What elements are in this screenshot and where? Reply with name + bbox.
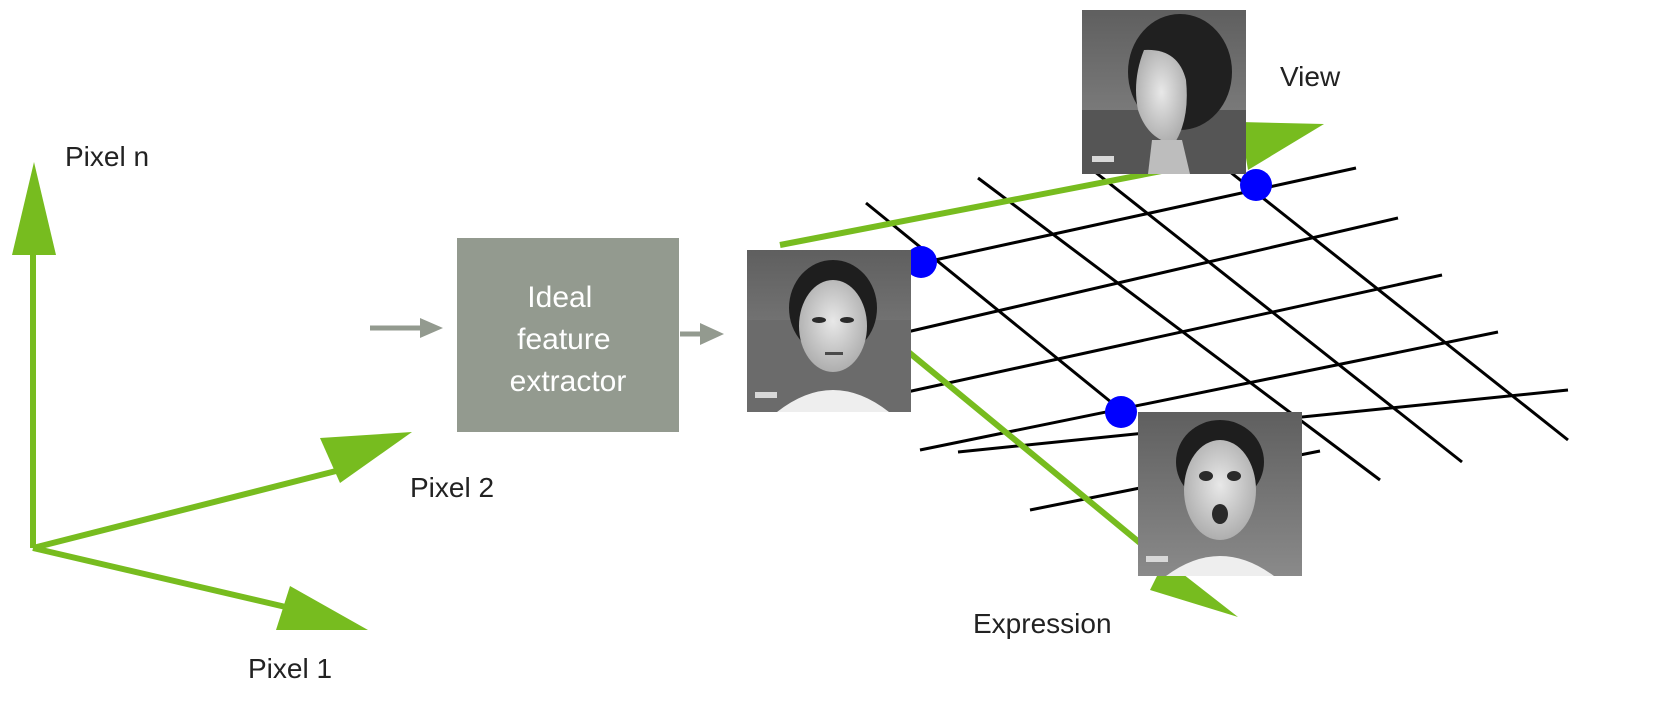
output-arrow-head (700, 323, 724, 345)
grid-line-view-2 (906, 216, 1399, 334)
extractor-label-line-3: extractor (510, 365, 627, 398)
axis-pixel-1-label: Pixel 1 (248, 653, 332, 684)
face-photo-front-neutral (747, 250, 911, 412)
grid-line-view-3 (906, 273, 1443, 394)
extractor-box (457, 238, 679, 432)
feature-extractor-block: Ideal feature extractor (370, 238, 724, 432)
mouth (825, 352, 843, 355)
eye-right (840, 317, 854, 323)
axis-pixel-n-arrowhead (12, 162, 56, 255)
axis-pixel-2-line (32, 467, 341, 551)
pixel-space-axes: Pixel n Pixel 2 Pixel 1 (12, 141, 494, 684)
grid-line-view-1 (911, 166, 1357, 267)
sample-point-front (905, 246, 937, 278)
extractor-label-line-1: Ideal (527, 281, 592, 314)
grid-line-view-6b (1299, 449, 1321, 457)
input-arrow-head (420, 318, 443, 338)
shoulders (1166, 556, 1274, 576)
face-shape (1184, 440, 1256, 540)
axis-pixel-2-label: Pixel 2 (410, 472, 494, 503)
manifold-grid: View Expression (779, 61, 1569, 639)
extractor-label: Ideal feature extractor (510, 281, 627, 398)
eye-left (1199, 471, 1213, 481)
grid-line-view-4 (919, 330, 1499, 452)
sample-point-profile (1240, 169, 1272, 201)
axis-pixel-n-label: Pixel n (65, 141, 149, 172)
eye-right (1227, 471, 1241, 481)
shoulders (777, 390, 889, 412)
sample-point-surprised (1105, 396, 1137, 428)
grid-line-expr-2 (977, 176, 1381, 482)
face-photo-front-surprised (1138, 412, 1302, 576)
grid-line-expr-3 (1089, 166, 1463, 464)
eye-left (812, 317, 826, 323)
view-label: View (1280, 61, 1341, 92)
neck-shape (1148, 140, 1190, 174)
axis-pixel-1-arrowhead (276, 586, 368, 630)
view-axis-arrowhead (1240, 122, 1324, 170)
photo-stamp (1146, 556, 1168, 562)
photo-stamp (755, 392, 777, 398)
mouth-open (1212, 504, 1228, 524)
face-photo-profile-neutral (1082, 10, 1246, 174)
axis-pixel-1-line (32, 545, 291, 611)
face-shape (799, 280, 867, 372)
photo-stamp (1092, 156, 1114, 162)
face-shape (1136, 49, 1187, 144)
grid-line-expr-4 (1214, 158, 1569, 442)
grid-line-expr-1 (865, 201, 1123, 413)
axis-pixel-2-arrowhead (320, 432, 412, 483)
extractor-label-line-2: feature (517, 323, 610, 356)
expression-label: Expression (973, 608, 1112, 639)
